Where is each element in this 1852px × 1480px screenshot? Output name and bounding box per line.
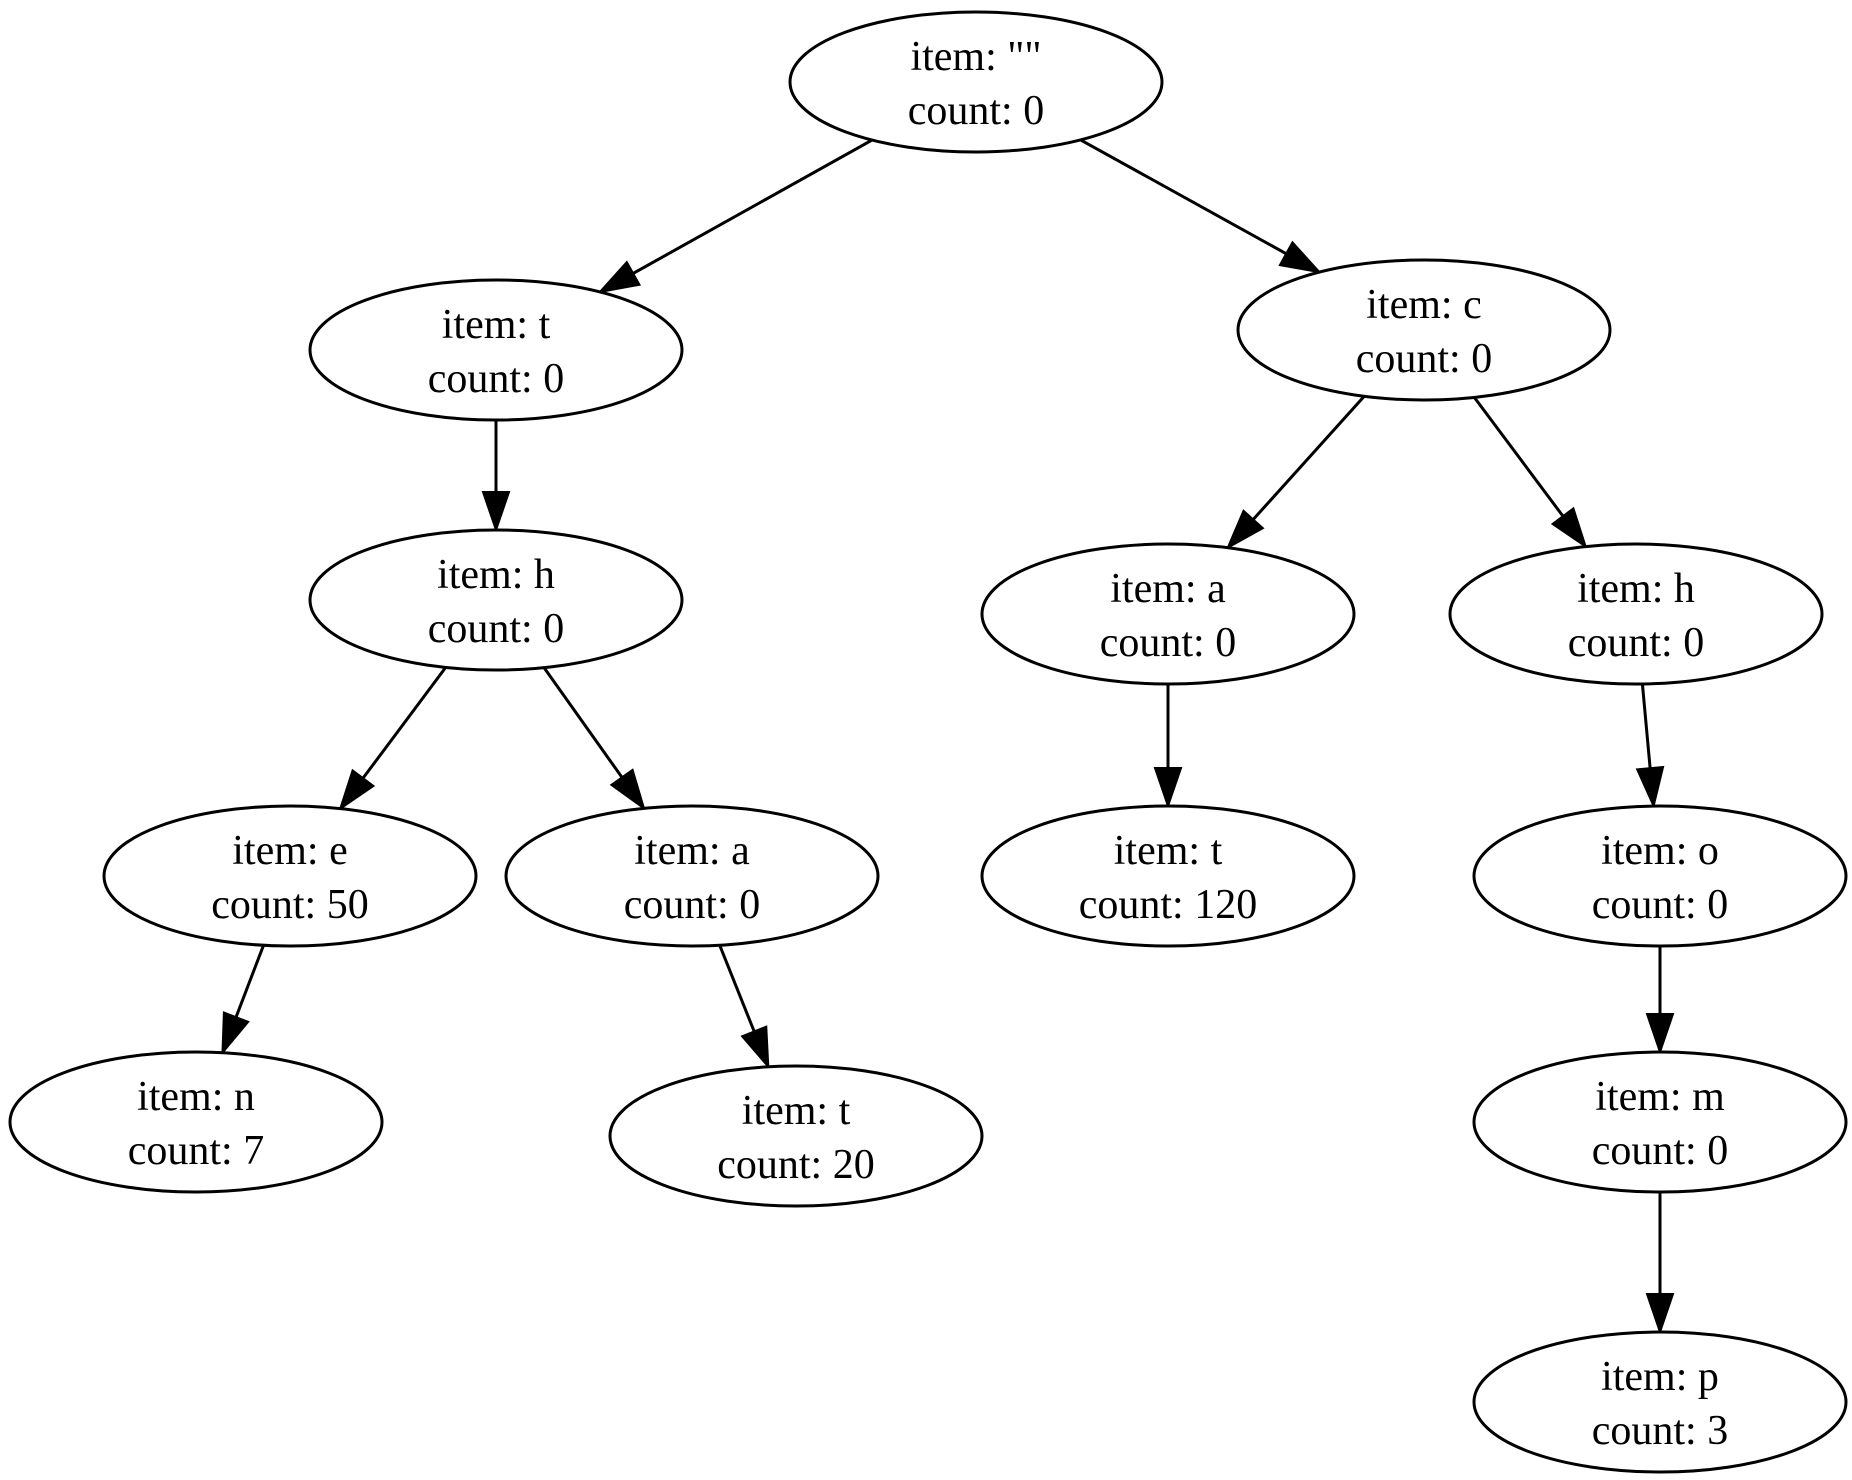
edge-cho-to-chom — [1645, 946, 1675, 1056]
node-count-label: count: 0 — [1592, 1128, 1728, 1174]
arrowhead — [1645, 1293, 1675, 1336]
edge-th-to-tha — [542, 666, 646, 811]
arrowhead — [1645, 1013, 1675, 1056]
node-tha: item: a count: 0 — [504, 804, 880, 948]
node-th: item: h count: 0 — [308, 528, 684, 672]
edge-root-to-t — [597, 138, 873, 294]
node-item-label: item: a — [634, 828, 750, 874]
edge-line — [1079, 138, 1287, 256]
edge-line — [1640, 683, 1652, 769]
nodes-layer: item: "" count: 0 item: t count: 0 item: c co… — [8, 10, 1848, 1474]
edge-c-to-ca — [1225, 395, 1366, 551]
node-count-label: count: 0 — [1100, 620, 1236, 666]
node-item-label: item: o — [1601, 828, 1719, 874]
node-that: item: t count: 20 — [608, 1064, 984, 1208]
edge-line — [1473, 396, 1565, 518]
edge-the-to-then — [221, 944, 265, 1056]
node-item-label: item: h — [437, 552, 555, 598]
node-item-label: item: "" — [910, 34, 1041, 80]
node-ellipse — [1472, 804, 1848, 948]
node-count-label: count: 120 — [1079, 882, 1257, 928]
node-count-label: count: 7 — [128, 1128, 264, 1174]
node-item-label: item: m — [1595, 1074, 1725, 1120]
edge-tha-to-that — [718, 944, 770, 1070]
edge-root-to-c — [1079, 138, 1323, 274]
edge-line — [361, 666, 447, 780]
node-count-label: count: 0 — [428, 606, 564, 652]
node-ellipse — [608, 1064, 984, 1208]
node-ellipse — [102, 804, 478, 948]
node-then: item: n count: 7 — [8, 1050, 384, 1194]
node-chomp: item: p count: 3 — [1472, 1330, 1848, 1474]
node-item-label: item: p — [1601, 1354, 1719, 1400]
node-cho: item: o count: 0 — [1472, 804, 1848, 948]
arrowhead — [1550, 506, 1588, 550]
edge-line — [632, 138, 873, 275]
node-ellipse — [980, 542, 1356, 686]
arrowhead — [338, 768, 376, 812]
node-count-label: count: 0 — [428, 356, 564, 402]
node-count-label: count: 0 — [1592, 882, 1728, 928]
node-ellipse — [1472, 1050, 1848, 1194]
arrowhead — [1635, 765, 1665, 810]
edge-ca-to-cat — [1153, 684, 1183, 810]
node-ellipse — [8, 1050, 384, 1194]
node-ellipse — [980, 804, 1356, 948]
arrowhead — [221, 1011, 250, 1056]
arrowhead — [597, 260, 642, 294]
node-item-label: item: t — [742, 1088, 851, 1134]
node-count-label: count: 50 — [211, 882, 368, 928]
node-item-label: item: e — [232, 828, 347, 874]
node-chom: item: m count: 0 — [1472, 1050, 1848, 1194]
node-ellipse — [1472, 1330, 1848, 1474]
edge-line — [1252, 395, 1366, 521]
node-count-label: count: 0 — [908, 88, 1044, 134]
node-ellipse — [1448, 542, 1824, 686]
node-count-label: count: 0 — [624, 882, 760, 928]
edge-ch-to-cho — [1635, 683, 1665, 810]
edge-chom-to-chomp — [1645, 1192, 1675, 1336]
node-count-label: count: 20 — [717, 1142, 874, 1188]
arrowhead — [481, 491, 511, 534]
node-the: item: e count: 50 — [102, 804, 478, 948]
node-item-label: item: t — [1114, 828, 1223, 874]
edges-layer — [221, 138, 1675, 1336]
arrowhead — [1225, 509, 1265, 551]
node-ellipse — [308, 528, 684, 672]
node-item-label: item: t — [442, 302, 551, 348]
edge-c-to-ch — [1473, 396, 1588, 550]
edge-t-to-th — [481, 420, 511, 534]
node-item-label: item: a — [1110, 566, 1226, 612]
node-ellipse — [504, 804, 880, 948]
node-count-label: count: 0 — [1568, 620, 1704, 666]
edge-th-to-the — [338, 666, 447, 812]
arrowhead — [1153, 767, 1183, 810]
node-c: item: c count: 0 — [1236, 258, 1612, 402]
edge-line — [718, 944, 756, 1033]
node-ellipse — [1236, 258, 1612, 402]
node-count-label: count: 0 — [1356, 336, 1492, 382]
edge-line — [542, 666, 624, 779]
node-cat: item: t count: 120 — [980, 804, 1356, 948]
node-ca: item: a count: 0 — [980, 542, 1356, 686]
node-ellipse — [308, 278, 684, 422]
node-t: item: t count: 0 — [308, 278, 684, 422]
edge-line — [234, 944, 265, 1018]
node-ch: item: h count: 0 — [1448, 542, 1824, 686]
node-item-label: item: h — [1577, 566, 1695, 612]
arrowhead — [1278, 240, 1323, 274]
arrowhead — [609, 768, 646, 811]
node-count-label: count: 3 — [1592, 1408, 1728, 1454]
node-root: item: "" count: 0 — [788, 10, 1164, 154]
arrowhead — [740, 1025, 770, 1070]
node-ellipse — [788, 10, 1164, 154]
node-item-label: item: n — [137, 1074, 255, 1120]
node-item-label: item: c — [1366, 282, 1481, 328]
